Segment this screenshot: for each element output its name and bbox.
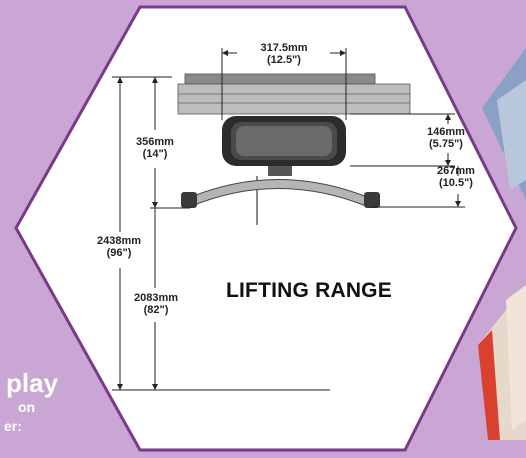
dimension-lines	[112, 48, 465, 391]
upper-height-mm: 356mm	[136, 136, 174, 148]
strap-connector	[268, 166, 292, 176]
bar-height-label: 267mm (10.5")	[428, 165, 484, 189]
diagram-hexagon	[14, 5, 518, 452]
total-height-mm: 2438mm	[96, 235, 142, 247]
lift-height-mm: 2083mm	[133, 292, 179, 304]
left-heading-fragment: play	[6, 368, 59, 398]
left-hook	[181, 192, 197, 208]
left-subtext-fragment-1: on	[18, 399, 36, 415]
motor-height-in: (5.75")	[429, 138, 463, 150]
track-width-label: 317.5mm (12.5")	[238, 42, 330, 66]
lift-height-in: (82")	[143, 304, 169, 316]
total-height-label: 2438mm (96")	[88, 235, 150, 259]
motor-unit	[222, 116, 346, 166]
motor-height-mm: 146mm	[427, 126, 465, 138]
lift-height-label: 2083mm (82")	[128, 292, 184, 316]
ceiling-track	[177, 73, 411, 115]
total-height-in: (96")	[106, 247, 132, 259]
bar-height-mm: 267mm	[437, 165, 475, 177]
upper-height-in: (14")	[142, 148, 168, 160]
right-photo-panels	[478, 48, 526, 440]
left-subtext-fragment-2: er:	[4, 418, 22, 434]
bar-height-in: (10.5")	[439, 177, 473, 189]
dimension-arrows	[117, 50, 461, 390]
right-hook	[364, 192, 380, 208]
diagram-title: LIFTING RANGE	[226, 279, 392, 302]
track-width-mm: 317.5mm	[260, 42, 308, 54]
upper-height-label: 356mm (14")	[127, 136, 183, 160]
motor-height-label: 146mm (5.75")	[418, 126, 474, 150]
track-width-in: (12.5")	[267, 54, 301, 66]
